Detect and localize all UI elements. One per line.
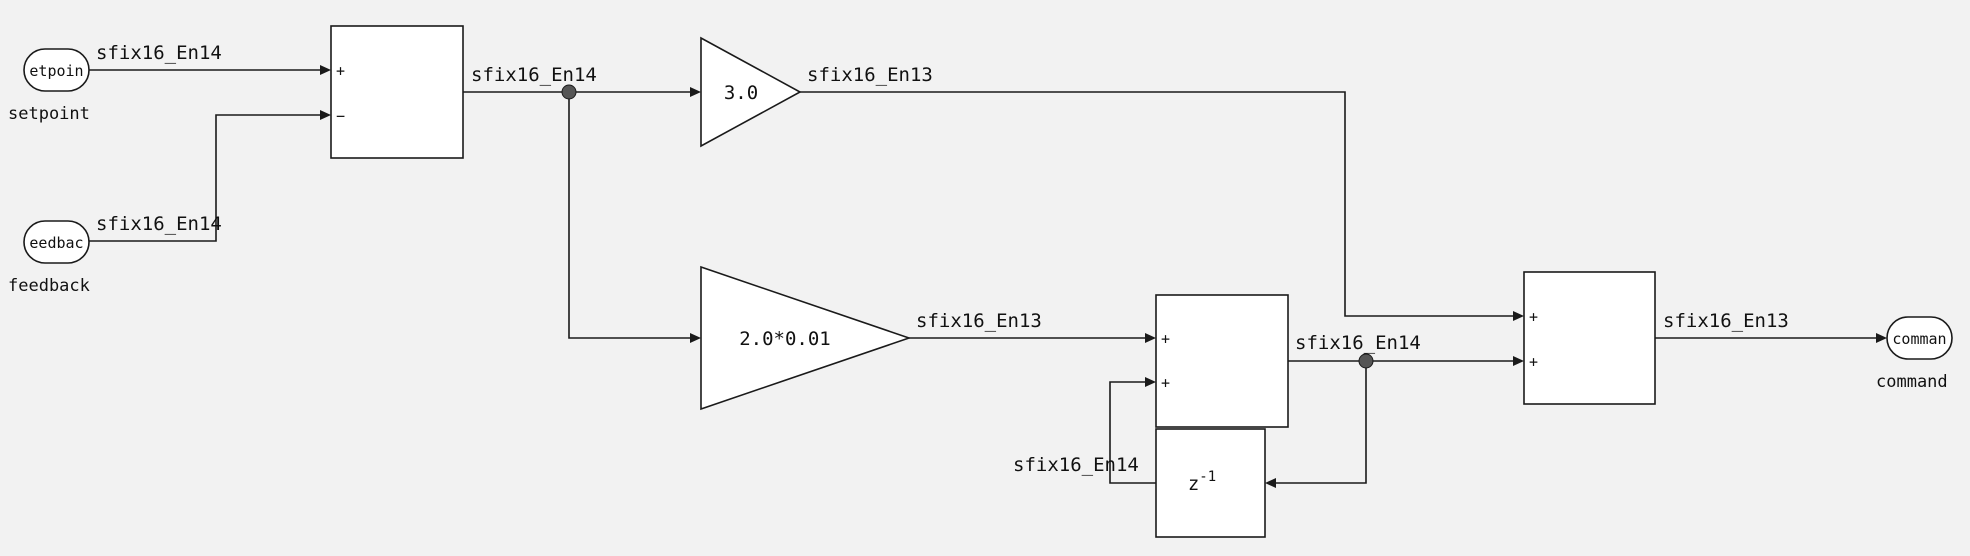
wire-error-branch[interactable] (568, 92, 692, 339)
signal-label-feedback: sfix16_En14 (96, 213, 222, 235)
inport-setpoint-label: setpoint (8, 104, 90, 124)
signal-labels: sfix16_En14 sfix16_En14 sfix16_En14 sfix… (96, 42, 1789, 476)
sum-output-sign-1: + (1529, 308, 1538, 326)
inport-setpoint-short: etpoin (29, 62, 83, 80)
gain-p-value: 3.0 (724, 82, 758, 104)
inport-feedback-short: eedbac (29, 234, 83, 252)
sum-output-sign-2: + (1529, 353, 1538, 371)
arrowhead (1513, 311, 1524, 321)
wire-delay-out[interactable] (1109, 381, 1156, 484)
gain-p-block[interactable]: 3.0 (700, 36, 802, 148)
arrowhead (320, 65, 331, 75)
sum-error-sign-2: − (336, 107, 345, 125)
signal-label-integrator: sfix16_En14 (1295, 332, 1421, 354)
sum-integrator-sign-2: + (1161, 374, 1170, 392)
outport-command-label: command (1876, 372, 1948, 392)
gain-i-value: 2.0*0.01 (739, 328, 831, 350)
signal-label-p-term: sfix16_En13 (807, 64, 933, 86)
arrowhead (690, 87, 701, 97)
outport-command-short: comman (1892, 330, 1946, 348)
inport-setpoint[interactable]: etpoin setpoint (8, 48, 90, 124)
arrowhead (690, 333, 701, 343)
sum-error-block[interactable]: + − (330, 25, 464, 159)
wire-p-term[interactable] (800, 91, 1515, 317)
unit-delay-block[interactable]: z-1 (1155, 428, 1266, 538)
arrowhead (1876, 333, 1887, 343)
sum-output-block[interactable]: + + (1523, 271, 1656, 405)
outport-command[interactable]: comman command (1876, 316, 1953, 392)
unit-delay-label: z-1 (1188, 469, 1216, 495)
signal-label-i-gain: sfix16_En13 (916, 310, 1042, 332)
arrowhead (1145, 333, 1156, 343)
signal-label-setpoint: sfix16_En14 (96, 42, 222, 64)
unit-delay-base: z (1188, 473, 1199, 495)
branch-point (1358, 353, 1374, 369)
arrowhead (1513, 356, 1524, 366)
gain-i-block[interactable]: 2.0*0.01 (700, 265, 912, 411)
sum-integrator-sign-1: + (1161, 330, 1170, 348)
inport-feedback-label: feedback (8, 276, 90, 296)
wire-feedback[interactable] (89, 114, 322, 242)
sum-error-sign-1: + (336, 62, 345, 80)
branch-point (561, 84, 577, 100)
unit-delay-exp: -1 (1199, 469, 1216, 485)
arrowhead (320, 110, 331, 120)
inport-feedback[interactable]: eedbac feedback (8, 220, 90, 296)
wire-integrator-branch[interactable] (1274, 361, 1367, 484)
signal-label-delay: sfix16_En14 (1013, 454, 1139, 476)
arrowhead (1145, 377, 1156, 387)
signal-label-command: sfix16_En13 (1663, 310, 1789, 332)
sum-integrator-block[interactable]: + + (1155, 294, 1289, 428)
arrowhead (1265, 478, 1276, 488)
signal-label-error: sfix16_En14 (471, 64, 597, 86)
wires (89, 65, 1887, 488)
